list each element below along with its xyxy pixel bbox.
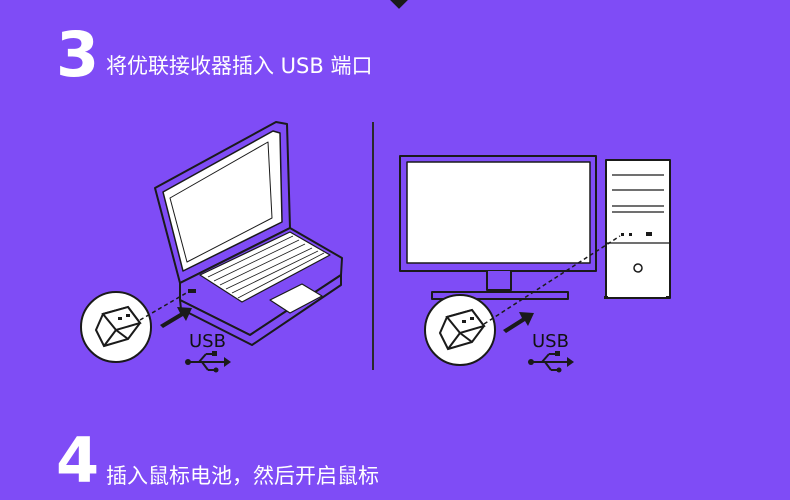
usb-receiver-icon — [80, 291, 152, 363]
step-3-text: 将优联接收器插入 USB 端口 — [106, 54, 373, 78]
usb-label-right: USB — [532, 331, 569, 352]
arrow-icon — [503, 312, 534, 333]
step-4-number: 4 — [56, 424, 99, 497]
usb-receiver-icon — [424, 294, 496, 366]
desktop-monitor-icon — [399, 155, 597, 300]
usb-symbol-icon — [185, 351, 231, 373]
arrow-icon — [160, 307, 192, 328]
divider — [372, 122, 374, 370]
pc-tower-icon — [604, 159, 671, 299]
step-3-number: 3 — [56, 18, 99, 91]
usb-symbol-icon — [528, 351, 574, 373]
dashed-guide-line — [139, 291, 189, 321]
step-4-text: 插入鼠标电池，然后开启鼠标 — [106, 464, 379, 488]
dashed-guide-line — [483, 235, 621, 325]
usb-label-left: USB — [189, 331, 226, 352]
laptop-icon — [154, 121, 343, 346]
